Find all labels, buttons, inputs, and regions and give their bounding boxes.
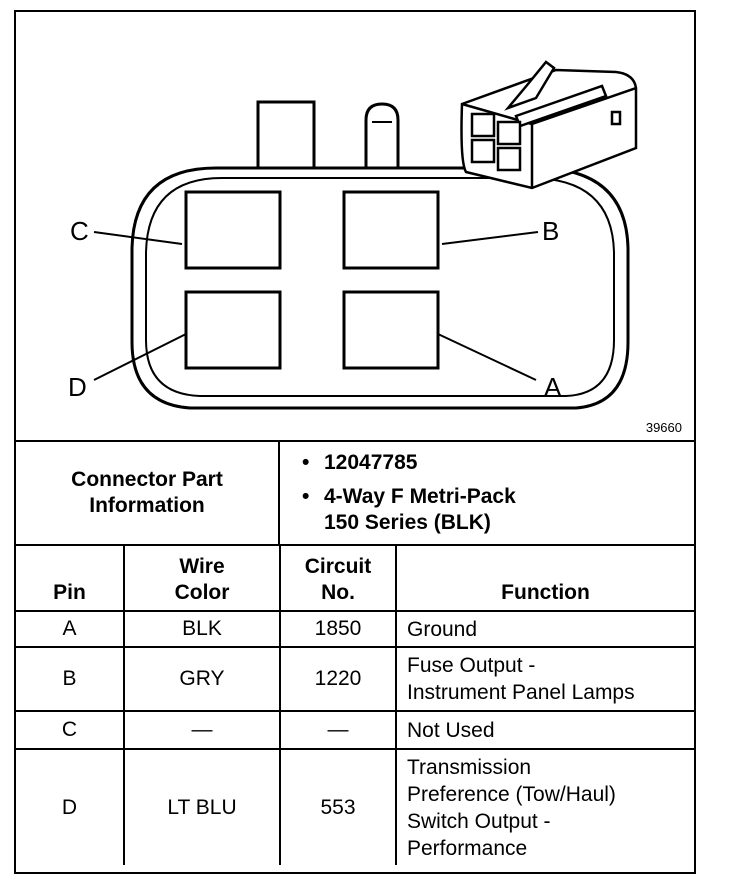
function-cell: Transmission Preference (Tow/Haul) Switc… [395,748,694,865]
circuit-cell: 553 [279,748,397,865]
pin-cell: C [16,710,125,750]
part-number: 12047785 [324,451,418,474]
table-header-row: Pin Wire Color Circuit No. Function [16,544,694,612]
pin-label-d: D [68,372,87,402]
circuit-cell: 1850 [279,610,397,648]
connector-info-heading-line2: Information [89,494,205,517]
function-cell: Not Used [395,710,694,750]
function-cell: Ground [395,610,694,648]
connector-part-information: Connector Part Information • 12047785 • … [16,440,694,544]
wire-color-cell: — [123,710,281,750]
figure-number: 39660 [645,420,682,435]
table-row: B GRY 1220 Fuse Output - Instrument Pane… [16,646,694,712]
circuit-cell: — [279,710,397,750]
connector-diagram: C B D A 39660 [16,12,694,440]
circuit-cell: 1220 [279,646,397,712]
wire-color-cell: GRY [123,646,281,712]
connector-info-heading: Connector Part Information [16,442,280,544]
connector-face-drawing: C B D A [68,60,638,410]
wire-color-cell: LT BLU [123,748,281,865]
header-circuit-no: Circuit No. [279,544,397,612]
pin-cell: D [16,748,125,865]
connector-info-details: • 12047785 • 4-Way F Metri-Pack 150 Seri… [280,442,694,544]
bullet-icon: • [302,485,310,508]
cavity-d [184,290,282,370]
cavity-b [342,190,440,270]
pin-label-c: C [70,216,89,246]
wire-color-cell: BLK [123,610,281,648]
header-pin: Pin [16,544,125,612]
pin-label-a: A [544,372,562,402]
table-row: D LT BLU 553 Transmission Preference (To… [16,748,694,865]
bullet-icon: • [302,451,310,474]
header-function: Function [395,544,694,612]
connector-description-line2: 150 Series (BLK) [324,511,491,534]
cavity-a [342,290,440,370]
pin-cell: A [16,610,125,648]
table-row: A BLK 1850 Ground [16,610,694,648]
cavity-c [184,190,282,270]
header-wire-color: Wire Color [123,544,281,612]
pin-cell: B [16,646,125,712]
connector-housing-inner [145,177,615,397]
connector-end-view-sheet: C B D A 39660 Connector Part [14,10,696,874]
connector-isometric-sketch [460,60,638,190]
part-number-item: • 12047785 [302,450,418,476]
locking-tab [256,100,316,170]
table-row: C — — Not Used [16,710,694,750]
pin-label-b: B [542,216,559,246]
connector-description-item: • 4-Way F Metri-Pack 150 Series (BLK) [302,484,516,536]
function-cell: Fuse Output - Instrument Panel Lamps [395,646,694,712]
connector-info-heading-line1: Connector Part [71,467,223,491]
connector-description-line1: 4-Way F Metri-Pack [324,485,516,508]
pin-function-table: Pin Wire Color Circuit No. Function A BL… [16,544,694,865]
